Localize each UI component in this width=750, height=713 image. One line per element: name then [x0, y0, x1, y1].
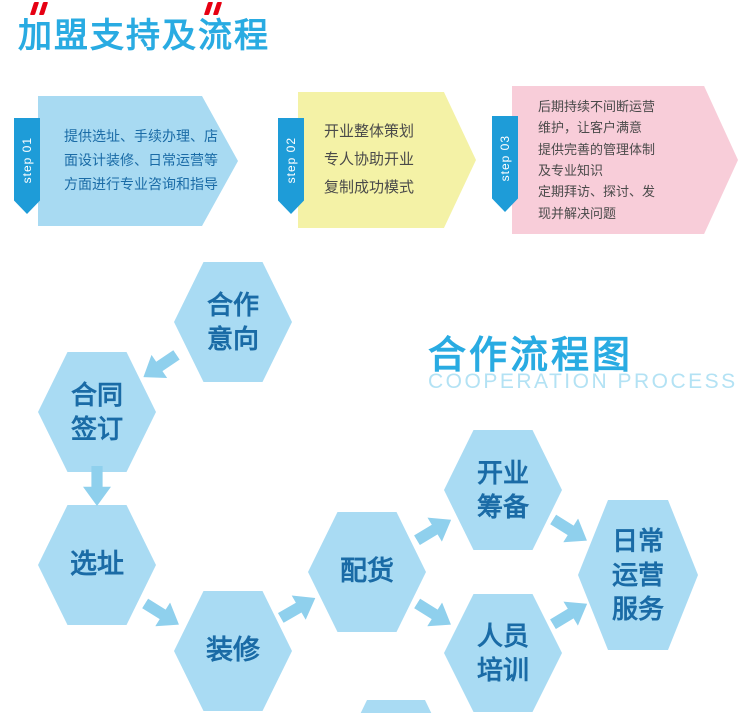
step-01-tab: step 01	[14, 118, 40, 214]
title-accent-mark	[203, 2, 223, 15]
step-03-label: step 03	[498, 134, 512, 182]
arrow-training-to-service-icon	[546, 592, 595, 637]
hex-node-opening-preparation: 开业 筹备	[444, 430, 562, 550]
hex-node-site-selection: 选址	[38, 505, 156, 625]
hex-node-cooperation-intent: 合作 意向	[174, 262, 292, 382]
step-02-label: step 02	[284, 136, 298, 184]
page-title: 加盟支持及流程	[18, 17, 270, 55]
hex-node-distribution: 配货	[308, 512, 426, 632]
step-banner-03: 后期持续不间断运营 维护，让客户满意 提供完善的管理体制 及专业知识 定期拜访、…	[492, 86, 738, 234]
flow-subtitle: COOPERATION PROCESS	[428, 370, 738, 393]
step-03-body: 后期持续不间断运营 维护，让客户满意 提供完善的管理体制 及专业知识 定期拜访、…	[512, 86, 738, 234]
step-02-tab: step 02	[278, 118, 304, 214]
arrow-distribution-to-opening-icon	[410, 508, 459, 553]
step-banner-01: 提供选址、手续办理、店 面设计装修、日常运营等 方面进行专业咨询和指导 step…	[14, 96, 238, 226]
arrow-distribution-to-training-icon	[410, 592, 459, 637]
step-01-body: 提供选址、手续办理、店 面设计装修、日常运营等 方面进行专业咨询和指导	[38, 96, 238, 226]
arrow-contract-to-site-icon	[83, 466, 111, 506]
hex-node-decoration: 装修	[174, 591, 292, 711]
step-03-tab: step 03	[492, 116, 518, 212]
hex-node-staff-training: 人员 培训	[444, 594, 562, 712]
step-02-text: 开业整体策划 专人协助开业 复制成功模式	[324, 123, 415, 196]
hex-node-contract-signing: 合同 签订	[38, 352, 156, 472]
step-banner-02: 开业整体策划 专人协助开业 复制成功模式 step 02	[278, 92, 476, 228]
step-02-body: 开业整体策划 专人协助开业 复制成功模式	[298, 92, 476, 228]
step-01-label: step 01	[20, 136, 34, 184]
arrow-site-to-decoration-icon	[138, 592, 187, 637]
hex-node-daily-operation-service: 日常 运营 服务	[578, 500, 698, 650]
title-accent-mark	[29, 2, 49, 15]
hex-node-partial-bottom	[338, 700, 454, 713]
step-03-text: 后期持续不间断运营 维护，让客户满意 提供完善的管理体制 及专业知识 定期拜访、…	[538, 98, 656, 221]
step-01-text: 提供选址、手续办理、店 面设计装修、日常运营等 方面进行专业咨询和指导	[64, 128, 218, 192]
arrow-decoration-to-distribution-icon	[274, 586, 323, 630]
flow-title: 合作流程图	[428, 335, 634, 377]
arrow-opening-to-service-icon	[546, 508, 595, 553]
arrow-intent-to-contract-icon	[136, 343, 185, 389]
